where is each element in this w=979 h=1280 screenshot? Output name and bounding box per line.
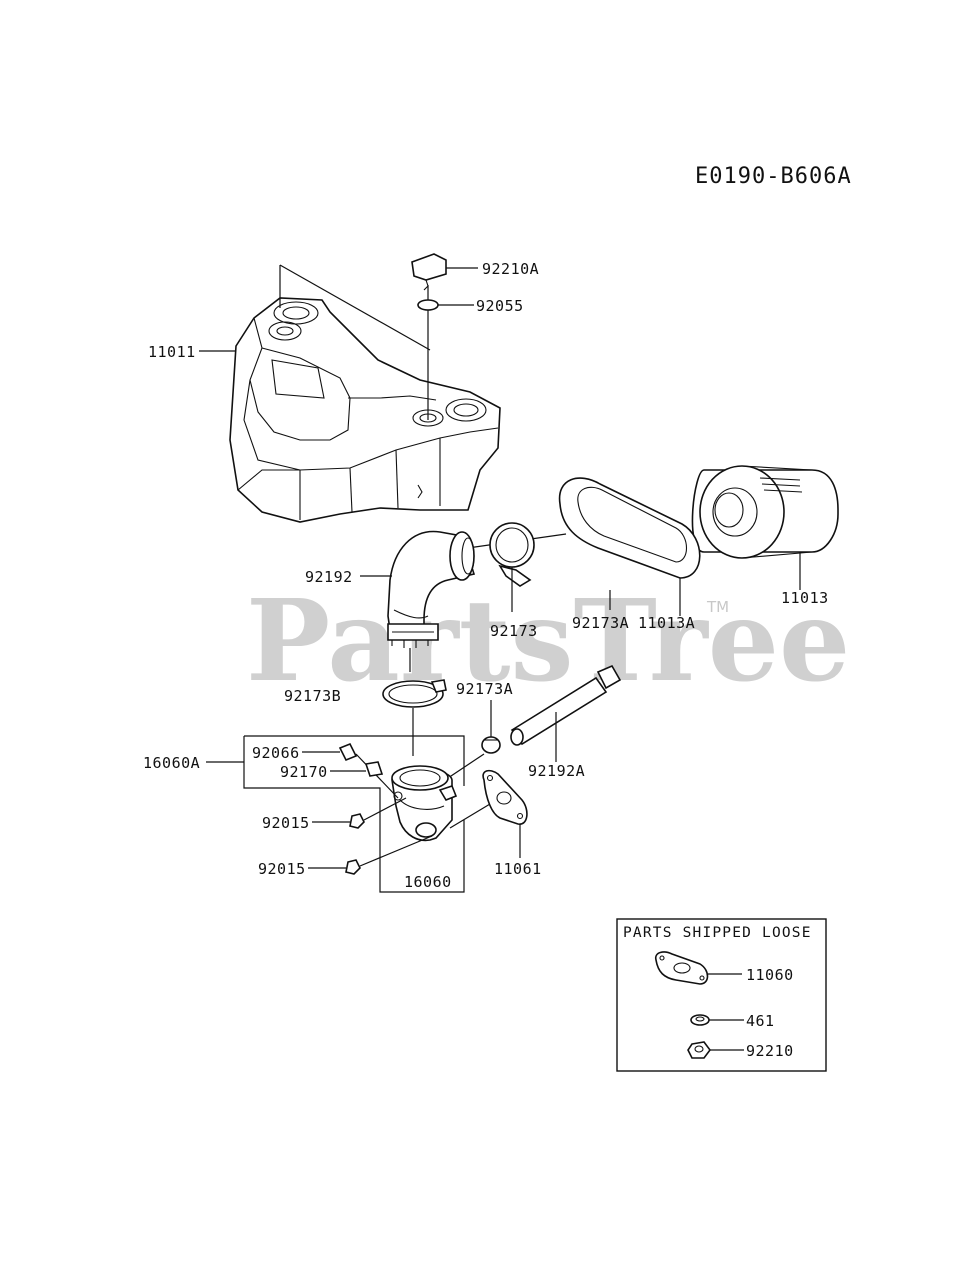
hose-clamp-part-92173a[interactable] [481, 736, 501, 754]
label-92192a: 92192A [528, 762, 585, 780]
parts-shipped-loose-box: PARTS SHIPPED LOOSE 11060 461 92210 [616, 918, 827, 1072]
nut-part-92015-lower[interactable] [345, 859, 361, 875]
label-11013: 11013 [781, 589, 829, 607]
nut-part-92210[interactable] [687, 1041, 711, 1059]
pre-cleaner-part[interactable] [558, 477, 701, 579]
label-92173a-mid: 92173A [456, 680, 513, 698]
label-461: 461 [746, 1012, 775, 1030]
label-11011: 11011 [148, 343, 196, 361]
label-92173: 92173 [490, 622, 538, 640]
label-16060a: 16060A [143, 754, 200, 772]
label-92055: 92055 [476, 297, 524, 315]
trademark-text: TM [706, 598, 729, 616]
label-92170: 92170 [280, 763, 328, 781]
label-11060: 11060 [746, 966, 794, 984]
label-11013a: 11013A [638, 614, 695, 632]
air-filter-element-part[interactable] [691, 465, 839, 559]
label-11061: 11061 [494, 860, 542, 878]
label-92066: 92066 [252, 744, 300, 762]
fitting-part-92170[interactable] [364, 761, 384, 777]
straight-hose-part[interactable] [510, 664, 622, 746]
intake-elbow-part[interactable] [391, 765, 458, 842]
hose-clamp-part-92173b[interactable] [382, 679, 447, 708]
label-92210: 92210 [746, 1042, 794, 1060]
gasket-part-11061[interactable] [482, 769, 528, 825]
watermark-text: PartsTree [246, 576, 850, 707]
hose-clamp-part-92173[interactable] [489, 522, 535, 587]
label-92173a-top: 92173A [572, 614, 629, 632]
fitting-part-92066[interactable] [338, 742, 358, 762]
label-16060: 16060 [404, 873, 452, 891]
label-92210a: 92210A [482, 260, 539, 278]
cap-part-92210a[interactable] [411, 253, 447, 291]
gasket-part-11060[interactable] [654, 951, 709, 985]
o-ring-part[interactable] [417, 299, 439, 311]
diagram-code: E0190-B606A [695, 164, 852, 189]
label-92015-upper: 92015 [262, 814, 310, 832]
washer-part-461[interactable] [690, 1014, 710, 1026]
air-cleaner-housing-part[interactable] [229, 297, 501, 523]
nut-part-92015-upper[interactable] [349, 813, 365, 829]
label-92015-lower: 92015 [258, 860, 306, 878]
label-92173b: 92173B [284, 687, 341, 705]
elbow-hose-part[interactable] [387, 530, 476, 648]
label-92192: 92192 [305, 568, 353, 586]
loose-box-title: PARTS SHIPPED LOOSE [623, 925, 812, 941]
